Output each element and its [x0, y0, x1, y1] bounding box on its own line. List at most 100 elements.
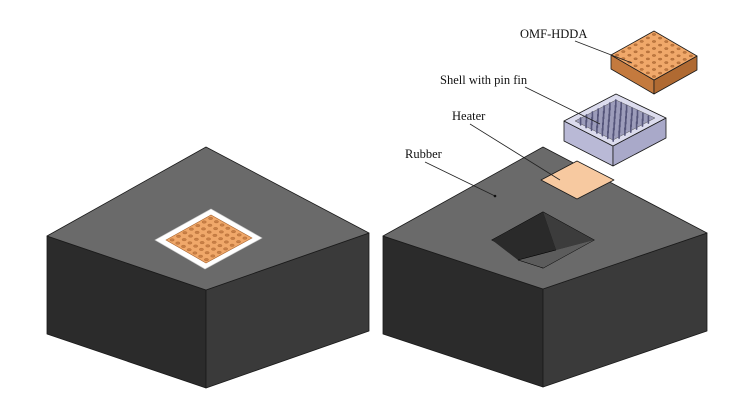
pore: [652, 47, 656, 50]
pin-hole: [236, 233, 242, 237]
pin-hole: [200, 234, 206, 238]
heater-plate: [540, 160, 615, 200]
pin-hole: [212, 233, 218, 237]
pore: [639, 61, 644, 64]
pin-hole: [236, 240, 241, 244]
pore: [664, 61, 669, 64]
pore: [639, 40, 644, 43]
pin-hole: [204, 251, 210, 255]
pore: [664, 47, 669, 50]
pin-hole: [223, 247, 228, 251]
pin-hole: [193, 244, 198, 248]
pore: [664, 40, 669, 43]
pin-fin-array: [579, 99, 650, 142]
label-heater: Heater: [452, 109, 486, 123]
pore: [645, 43, 650, 47]
pin-hole: [199, 247, 204, 251]
pore: [664, 54, 669, 57]
pin-hole: [217, 244, 223, 248]
pore: [621, 50, 626, 53]
pin-hole: [219, 230, 224, 234]
omf-hdda-pore-array: [615, 33, 693, 78]
label-omf-hdda: OMF-HDDA: [520, 27, 587, 41]
pin-hole: [231, 230, 236, 234]
pore: [639, 68, 644, 71]
pore: [658, 71, 663, 75]
pore: [670, 64, 675, 68]
pin-hole: [199, 241, 205, 245]
leader-omf-hdda: [574, 40, 633, 64]
pore: [658, 64, 663, 68]
leader-shell: [524, 86, 601, 125]
pore: [633, 57, 638, 61]
pore: [627, 46, 632, 50]
pin-hole-array-assembled: [169, 216, 248, 262]
omf-hdda-block: [610, 30, 698, 95]
pore: [633, 43, 638, 47]
pin-hole: [206, 237, 211, 241]
pore: [639, 47, 644, 50]
pin-hole: [230, 236, 236, 240]
pin-hole: [194, 230, 200, 234]
pin-hole: [187, 241, 193, 245]
cavity-edge-1: [517, 259, 544, 269]
pin-hole: [181, 238, 187, 242]
pore: [627, 53, 632, 57]
pin-hole: [181, 244, 186, 248]
pin-hole: [211, 240, 217, 244]
pore: [664, 68, 669, 71]
pore: [652, 40, 656, 43]
pin-hole: [192, 251, 198, 255]
cavity-floor: [518, 240, 594, 268]
pore: [615, 53, 620, 57]
pin-hole: [175, 241, 181, 245]
pin-hole: [216, 250, 222, 254]
pin-hole: [188, 234, 193, 238]
pore: [652, 54, 656, 57]
label-rubber: Rubber: [405, 147, 443, 161]
pore: [676, 54, 681, 58]
pin-hole: [214, 220, 219, 224]
pin-hole: [213, 227, 218, 231]
pin-hole: [225, 226, 231, 230]
pore: [633, 64, 638, 68]
pore: [645, 64, 650, 68]
pore: [676, 47, 681, 51]
leader-rubber-dot: [493, 194, 497, 198]
pore: [652, 33, 656, 36]
pin-hole: [194, 237, 199, 241]
pore: [652, 75, 656, 78]
cavity-wall-left: [492, 212, 556, 260]
pore: [645, 36, 650, 40]
pin-hole: [208, 216, 213, 220]
pore: [682, 51, 687, 54]
cavity-wall-right: [543, 212, 594, 250]
pore: [658, 36, 663, 40]
pore: [652, 68, 656, 71]
pin-hole: [201, 220, 207, 224]
pin-hole: [201, 227, 206, 231]
pin-hole: [176, 234, 181, 238]
rubber-block: [382, 146, 708, 388]
cavity-edge-2: [517, 249, 557, 261]
pore: [658, 50, 663, 54]
assembled-block: [46, 146, 370, 389]
leader-heater: [469, 123, 561, 181]
pin-hole: [206, 230, 212, 234]
pore: [633, 50, 638, 54]
pin-hole: [204, 258, 209, 262]
pin-hole: [224, 233, 230, 237]
pore: [670, 43, 675, 47]
pin-hole: [189, 227, 194, 231]
pin-hole: [207, 223, 213, 227]
pin-hole: [210, 254, 216, 258]
pin-hole: [229, 243, 235, 247]
pore: [658, 57, 663, 61]
pin-hole: [205, 244, 211, 248]
pore: [652, 61, 656, 64]
pin-hole: [182, 231, 188, 235]
pin-hole: [195, 224, 201, 228]
pore: [670, 50, 675, 54]
